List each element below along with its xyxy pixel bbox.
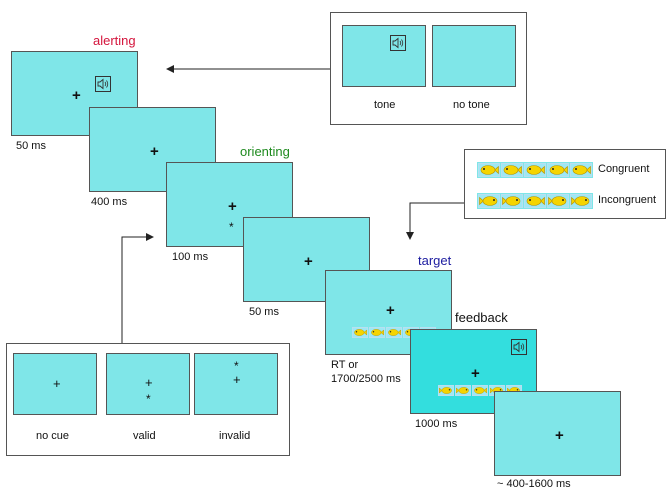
- duration-label: 1000 ms: [415, 418, 457, 430]
- cue-asterisk: *: [146, 393, 151, 405]
- duration-label: 400 ms: [91, 196, 127, 208]
- incongruent-label: Incongruent: [598, 194, 656, 206]
- fish-cell: [524, 194, 546, 208]
- fish-cell: [478, 194, 500, 208]
- fish-cell: [352, 327, 368, 338]
- fish-cell: [570, 163, 592, 177]
- valid-cue-screen: + *: [106, 353, 190, 415]
- duration-label: 100 ms: [172, 251, 208, 263]
- stage-feedback: feedback: [455, 310, 508, 325]
- fish-icon: [571, 195, 591, 207]
- speaker-icon: [390, 35, 406, 51]
- speaker-icon: [511, 339, 527, 355]
- fish-cell: [472, 385, 488, 396]
- cue-arrow: [122, 237, 152, 343]
- fish-cell: [570, 194, 592, 208]
- invalid-cue-screen: * +: [194, 353, 278, 415]
- fixation-cross: +: [386, 303, 395, 318]
- incongruent-fish-row: [477, 193, 593, 209]
- fixation-cross: +: [304, 254, 313, 269]
- stage-orienting: orienting: [240, 144, 290, 159]
- fish-icon: [353, 328, 367, 337]
- fixation-cross: +: [145, 376, 153, 389]
- congruent-fish-row: [477, 162, 593, 178]
- duration-label: ~ 400-1600 ms: [497, 478, 571, 490]
- fish-icon: [439, 386, 453, 395]
- fish-cell: [501, 194, 523, 208]
- fixation-cross: +: [233, 373, 241, 386]
- invalid-label: invalid: [219, 430, 250, 442]
- fish-cell: [478, 163, 500, 177]
- iti-screen: +: [494, 391, 621, 476]
- fish-icon: [548, 195, 568, 207]
- fish-icon: [387, 328, 401, 337]
- valid-label: valid: [133, 430, 156, 442]
- fish-cell: [386, 327, 402, 338]
- fish-icon: [571, 164, 591, 176]
- fish-icon: [479, 164, 499, 176]
- fixation-cross: +: [150, 144, 159, 159]
- fish-icon: [548, 164, 568, 176]
- fish-icon: [525, 195, 545, 207]
- fish-icon: [502, 195, 522, 207]
- fish-cell: [501, 163, 523, 177]
- fish-icon: [370, 328, 384, 337]
- fixation-cross: +: [53, 377, 61, 390]
- fish-cell: [524, 163, 546, 177]
- tone-label: tone: [374, 99, 395, 111]
- duration-label-line2: 1700/2500 ms: [331, 373, 401, 385]
- fixation-cross: +: [471, 366, 480, 381]
- speaker-icon: [95, 76, 111, 92]
- congruent-label: Congruent: [598, 163, 649, 175]
- fish-icon: [473, 386, 487, 395]
- fish-cell: [547, 163, 569, 177]
- fish-icon: [502, 164, 522, 176]
- flanker-arrow: [410, 203, 464, 238]
- no-tone-screen: [432, 25, 516, 87]
- no-cue-screen: +: [13, 353, 97, 415]
- no-cue-label: no cue: [36, 430, 69, 442]
- fish-cell: [547, 194, 569, 208]
- cue-asterisk: *: [229, 221, 234, 233]
- duration-label: RT or: [331, 359, 358, 371]
- fish-cell: [455, 385, 471, 396]
- tone-panel: tone no tone: [330, 12, 527, 125]
- fish-icon: [479, 195, 499, 207]
- tone-screen: [342, 25, 426, 87]
- no-tone-label: no tone: [453, 99, 490, 111]
- stage-target: target: [418, 253, 451, 268]
- fish-icon: [525, 164, 545, 176]
- flanker-panel: Congruent Incongruent: [464, 149, 666, 219]
- fixation-cross: +: [72, 88, 81, 103]
- fixation-cross: +: [555, 428, 564, 443]
- duration-label: 50 ms: [16, 140, 46, 152]
- fish-icon: [456, 386, 470, 395]
- cue-panel: + + * * + no cue valid invalid: [6, 343, 290, 456]
- stage-alerting: alerting: [93, 33, 136, 48]
- duration-label: 50 ms: [249, 306, 279, 318]
- fish-cell: [438, 385, 454, 396]
- fish-cell: [369, 327, 385, 338]
- cue-asterisk: *: [234, 360, 239, 372]
- fixation-cross: +: [228, 199, 237, 214]
